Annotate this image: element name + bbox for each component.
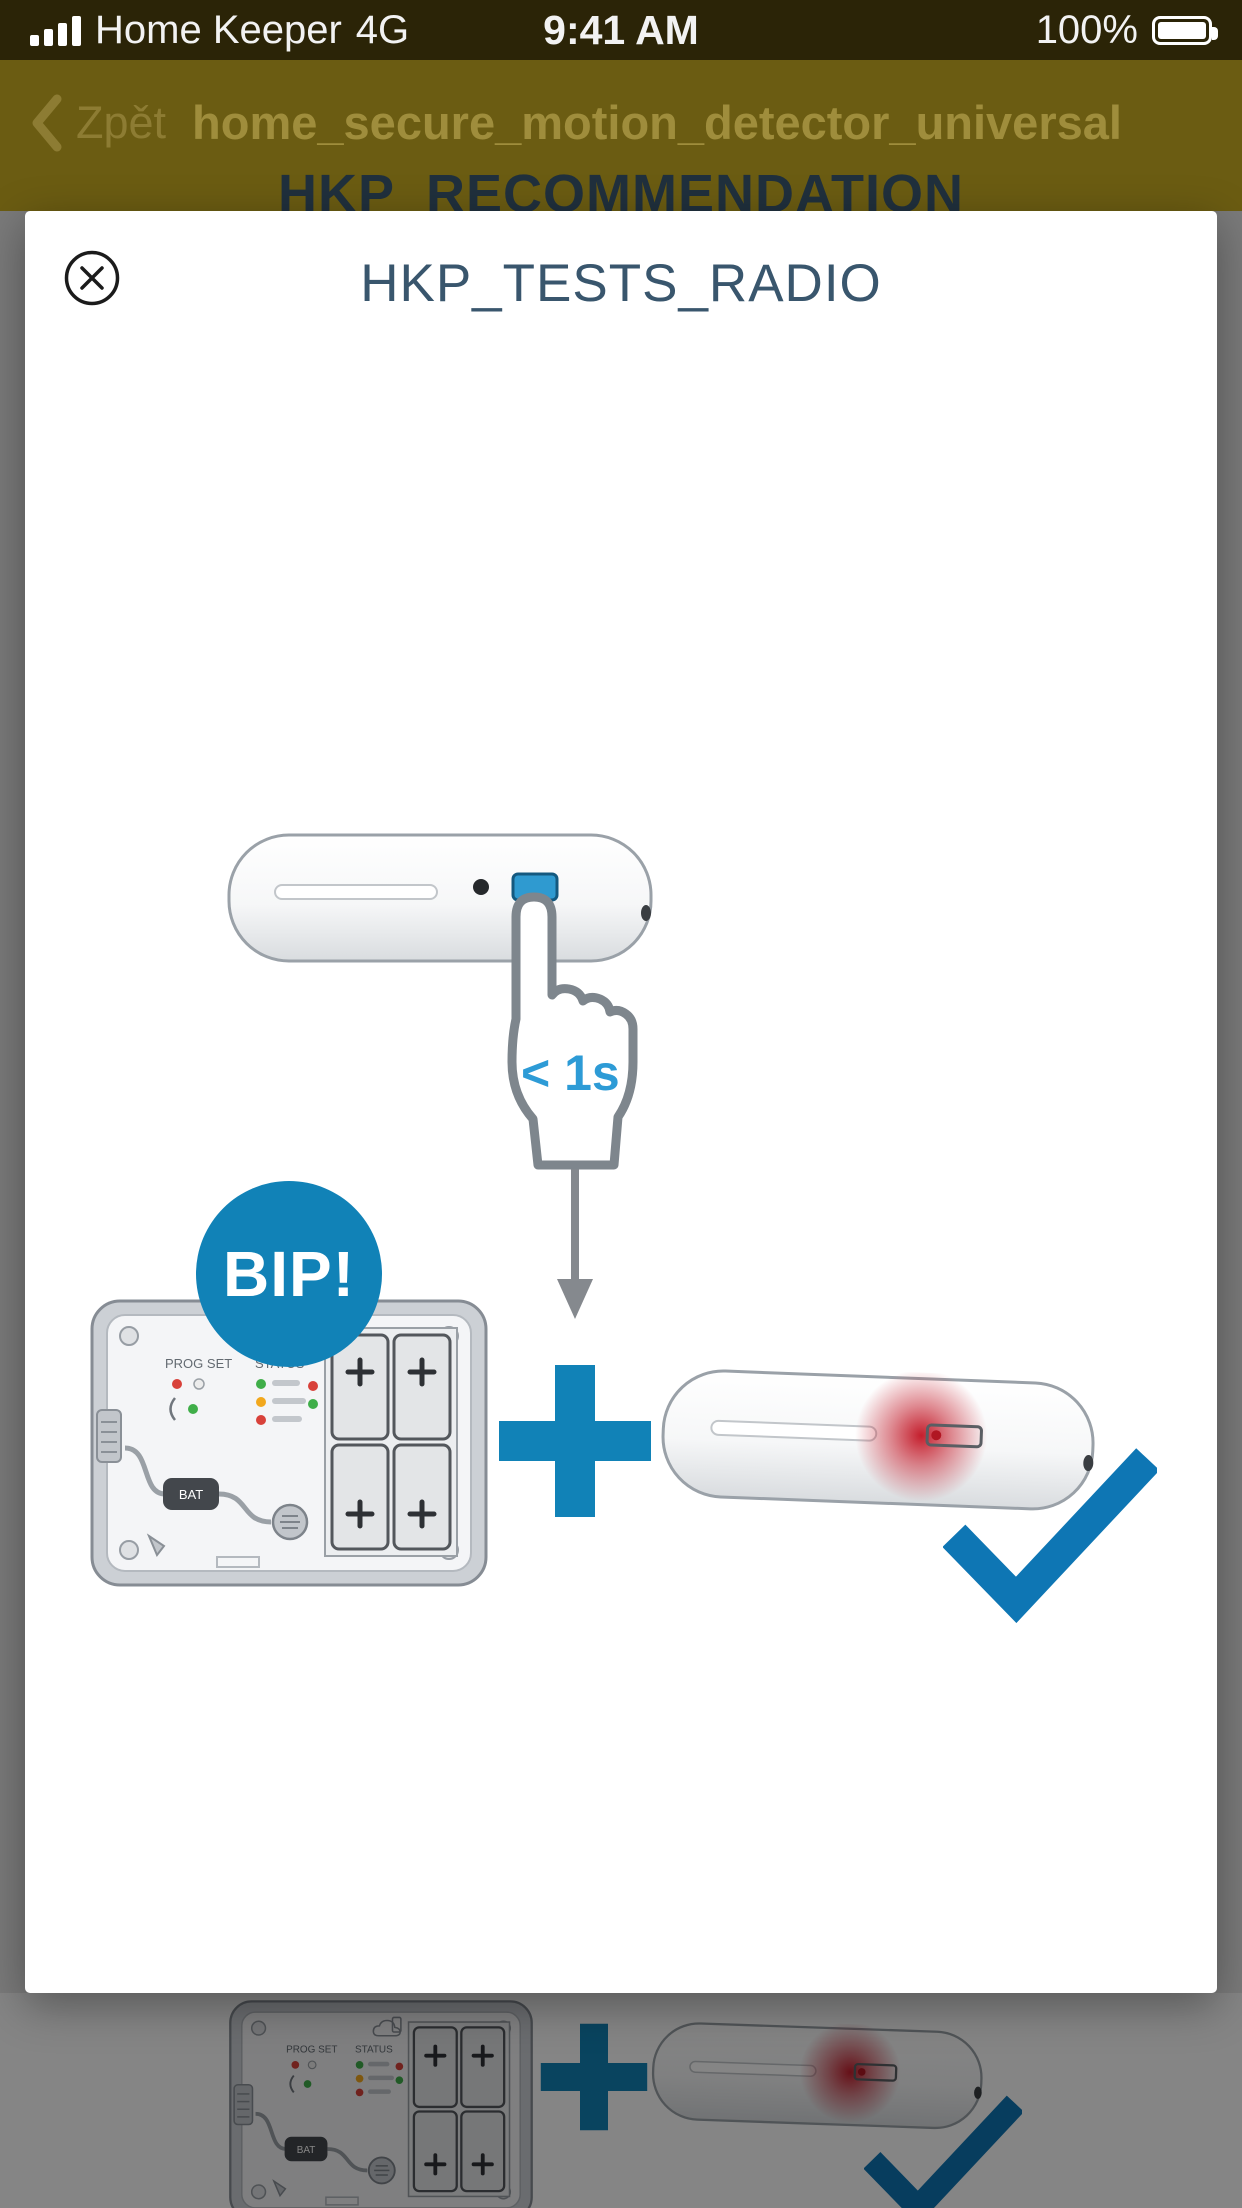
tap-hand-icon — [507, 892, 638, 1170]
modal: HKP_TESTS_RADIO < 1s BIP! — [25, 211, 1217, 1993]
device-groove — [274, 884, 438, 900]
nav-bar: Zpět home_secure_motion_detector_univers… — [0, 60, 1242, 211]
network-label: 4G — [355, 7, 410, 52]
bip-badge: BIP! — [196, 1181, 382, 1367]
back-button[interactable]: Zpět — [30, 94, 166, 152]
battery-percent-label: 100% — [1035, 7, 1138, 52]
dimmed-control-panel — [228, 1999, 534, 2208]
carrier-label: Home Keeper — [95, 7, 342, 52]
nav-title: home_secure_motion_detector_universal — [192, 96, 1122, 149]
plus-icon — [495, 1361, 655, 1521]
close-icon — [64, 250, 120, 306]
modal-close-button[interactable] — [63, 249, 121, 307]
battery-icon — [1152, 15, 1218, 45]
checkmark-icon — [943, 1445, 1157, 1623]
dimmed-checkmark-icon — [864, 2093, 1022, 2208]
back-chevron-icon — [32, 94, 62, 151]
bip-label: BIP! — [223, 1238, 355, 1310]
down-arrow-icon — [557, 1155, 593, 1319]
dimmed-plus-icon — [538, 2021, 650, 2133]
device-led-dot — [473, 879, 489, 895]
bottom-dimmed-section — [0, 1993, 1242, 2208]
press-duration-label: < 1s — [521, 1045, 620, 1101]
back-label: Zpět — [76, 96, 167, 148]
modal-title: HKP_TESTS_RADIO — [360, 254, 882, 313]
signal-strength-icon — [30, 14, 81, 46]
status-bar: Home Keeper 4G 9:41 AM 100% — [0, 0, 1242, 60]
